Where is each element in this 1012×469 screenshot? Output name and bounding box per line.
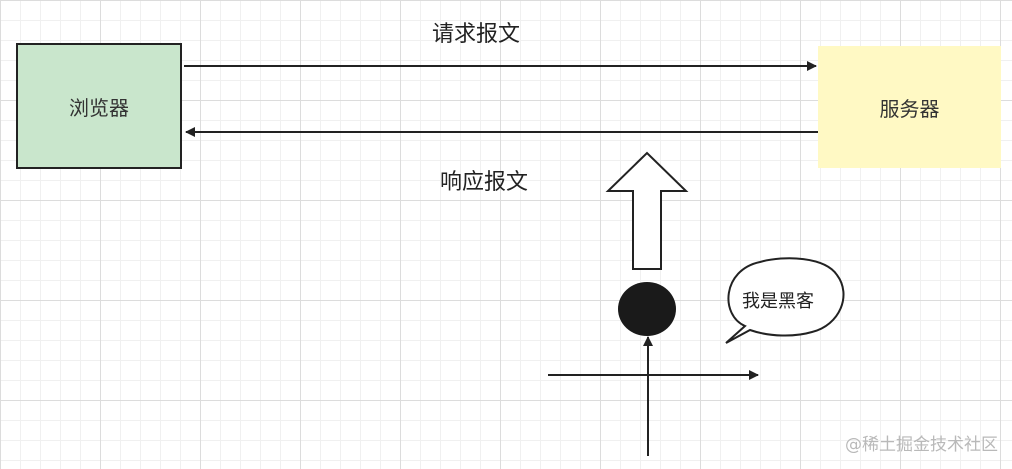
browser-node: 浏览器 bbox=[16, 43, 182, 169]
server-node: 服务器 bbox=[818, 46, 1001, 168]
watermark: @稀土掘金技术社区 bbox=[845, 435, 998, 455]
hacker-speech-text: 我是黑客 bbox=[742, 291, 814, 312]
speech-bubble bbox=[725, 257, 845, 344]
browser-label: 浏览器 bbox=[69, 95, 129, 120]
request-label: 请求报文 bbox=[432, 22, 521, 47]
server-label: 服务器 bbox=[879, 96, 940, 121]
response-label: 响应报文 bbox=[440, 170, 529, 195]
intercept-hollow-arrow bbox=[605, 151, 689, 270]
hacker-node bbox=[618, 282, 676, 336]
